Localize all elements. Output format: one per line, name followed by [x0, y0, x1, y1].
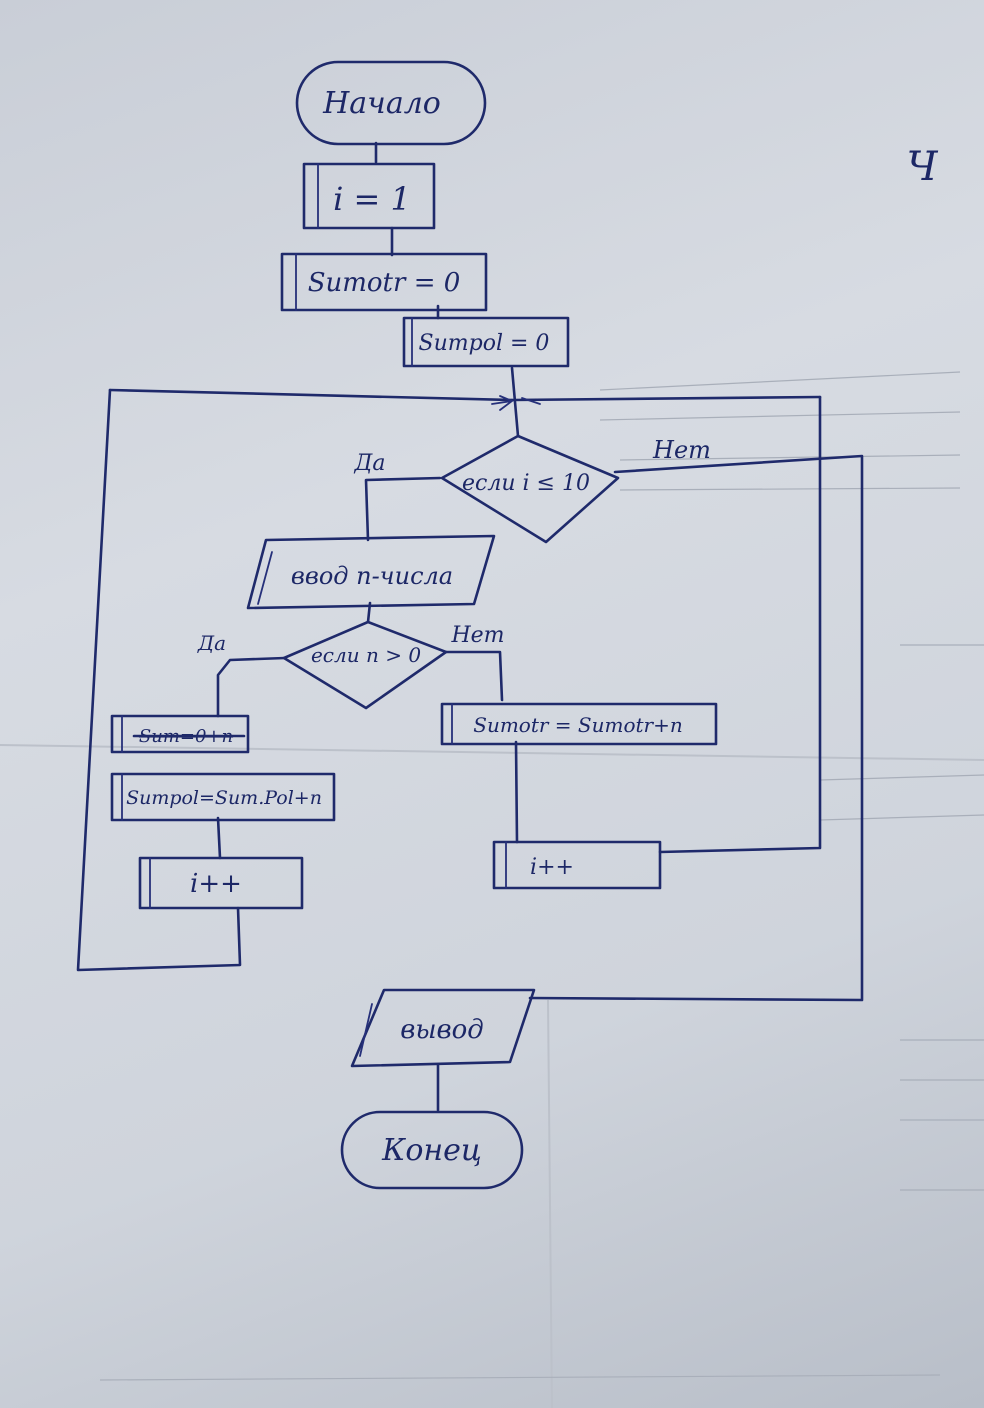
- n-yes-label: Да: [197, 631, 226, 655]
- n-condition-diamond: [282, 620, 448, 710]
- sumpol-update-box: [110, 772, 336, 822]
- input-label: ввод n-числа: [291, 562, 453, 590]
- init-sumpol-label: Sumpol = 0: [419, 331, 550, 356]
- output-label: вывод: [400, 1015, 484, 1045]
- end-terminal: [340, 1110, 524, 1190]
- corner-mark: Ч: [907, 144, 939, 190]
- loop-yes-label: Да: [353, 451, 385, 476]
- sumotr-update-box: [440, 702, 718, 746]
- init-sumotr-label: Sumotr = 0: [308, 268, 461, 298]
- start-terminal: [295, 60, 487, 146]
- n-no-label: Нет: [450, 623, 504, 648]
- increment-right-box: [492, 840, 662, 890]
- init-sumpol-box: [402, 316, 570, 368]
- init-i-label: i = 1: [333, 180, 411, 218]
- end-label: Конец: [381, 1133, 482, 1168]
- paper-background: [0, 371, 984, 1408]
- increment-left-label: i++: [190, 869, 242, 899]
- sumotr-update-label: Sumotr = Sumotr+n: [473, 713, 682, 737]
- sumpol-update-label: Sumpol=Sum.Pol+n: [126, 787, 322, 809]
- loop-condition-diamond: [440, 434, 620, 544]
- init-i-box: [302, 162, 436, 230]
- loop-no-label: Нет: [652, 436, 711, 464]
- increment-right-label: i++: [530, 855, 574, 880]
- loop-condition-label: если i ≤ 10: [462, 471, 590, 496]
- start-label: Начало: [322, 86, 441, 121]
- increment-left-box: [138, 856, 304, 910]
- connector-lines: [76, 141, 864, 1112]
- n-condition-label: если n > 0: [311, 643, 421, 667]
- init-sumotr-box: [280, 252, 488, 312]
- input-parallelogram: [246, 534, 496, 610]
- struck-out-box: [110, 714, 250, 754]
